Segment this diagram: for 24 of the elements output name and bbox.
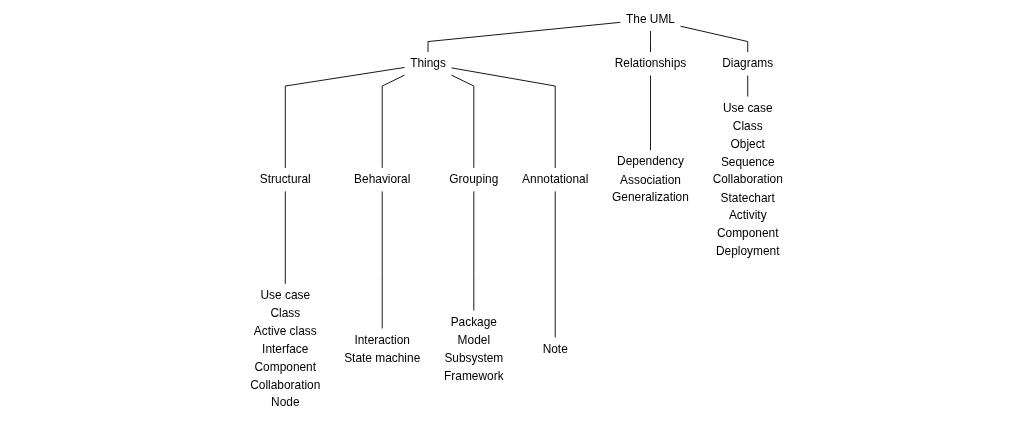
node-text: The UML — [626, 12, 676, 26]
node-text: Use case Class Active class Interface Component Collaboration Node — [250, 288, 321, 410]
node-text: Annotational — [522, 172, 589, 187]
node-text: Dependency Association Generalization — [612, 154, 690, 204]
node-text: Grouping — [449, 172, 499, 187]
node-text: Relationships — [615, 56, 687, 71]
connector — [451, 74, 475, 169]
connector — [747, 75, 749, 97]
connector — [428, 21, 622, 53]
node-text: Behavioral — [354, 172, 411, 187]
connector — [650, 30, 652, 53]
connector — [650, 75, 652, 151]
connector — [451, 67, 557, 169]
connector — [680, 25, 749, 53]
connector — [285, 190, 287, 285]
connector — [382, 74, 406, 169]
node-text: Things — [410, 56, 447, 71]
node-text: Structural — [260, 172, 312, 187]
node-text: Interaction State machine — [344, 333, 421, 365]
connector — [285, 67, 406, 169]
node-text: Package Model Subsystem Framework — [444, 315, 505, 383]
node-text: Note — [543, 342, 569, 356]
node-text: Diagrams — [722, 56, 774, 71]
node-text: Use case Class Object Sequence Collaboration Statechart Activity Component Deployment — [713, 101, 784, 258]
